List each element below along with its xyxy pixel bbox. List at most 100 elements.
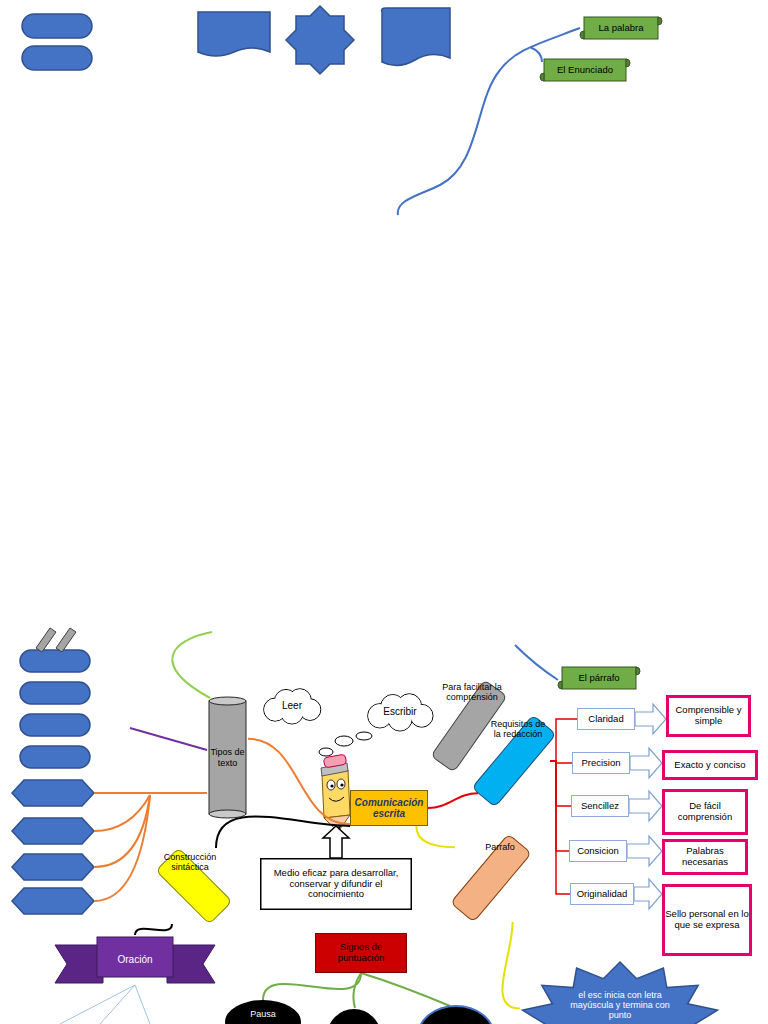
node-label: Parrafo	[473, 842, 527, 852]
scroll-curl	[209, 697, 246, 705]
node-label: Comunicación escrita	[353, 797, 425, 820]
pencil-pupil	[340, 783, 343, 786]
diagram-node: el esc inicia con letra mayúscula y term…	[520, 962, 720, 1024]
scroll-body	[544, 59, 626, 81]
node-label: Palabras necesarias	[665, 846, 745, 868]
node-label: La palabra	[583, 23, 659, 34]
black-circle	[327, 1009, 381, 1024]
cloud-fill	[300, 700, 320, 720]
pencil-eraser	[323, 754, 346, 768]
scroll-curl	[626, 59, 630, 67]
orange-line	[94, 795, 150, 867]
purple-line	[130, 728, 207, 750]
box-outline	[570, 841, 627, 862]
orange-line	[94, 795, 150, 831]
scroll-curl	[558, 681, 562, 689]
blue-pill	[20, 746, 90, 768]
black-ellipse	[225, 1000, 301, 1024]
box-outline	[664, 886, 751, 955]
scroll-curl	[580, 31, 584, 39]
pencil-eye	[337, 779, 345, 789]
node-label: Consicion	[572, 846, 624, 857]
blue-pill	[22, 14, 92, 38]
connector	[550, 761, 571, 806]
node-label: Pausa	[225, 1009, 301, 1019]
scroll-curl	[658, 17, 662, 25]
blue-pill	[20, 714, 90, 736]
diagram-node: Oración	[55, 935, 215, 985]
connector	[634, 879, 662, 909]
scroll-body	[562, 667, 636, 689]
orange-line	[94, 792, 207, 794]
node-label: Claridad	[580, 714, 632, 725]
blue-pill	[22, 46, 92, 70]
hexagon-shape	[12, 818, 94, 844]
node-label: Exacto y conciso	[665, 760, 755, 771]
connector	[502, 922, 520, 1009]
node-label: Sello personal en lo que se expresa	[665, 909, 749, 931]
diagram-node: Consicion	[569, 840, 627, 862]
diagram-node: Sencillez	[571, 795, 629, 817]
diagram-node: El Enunciado	[540, 56, 630, 84]
box-outline	[571, 884, 634, 905]
pencil-eye	[327, 780, 335, 790]
green-line	[361, 973, 450, 1006]
diagram-node: Construcción sintáctica	[150, 848, 238, 924]
blue-pill	[20, 682, 90, 704]
node-label: Signos de puntuación	[318, 942, 404, 964]
diagram-node: Escribir	[364, 693, 436, 731]
diagram-node: Requisitos de la redacción	[478, 715, 550, 807]
banner-wing	[167, 945, 215, 983]
box-outline	[578, 709, 635, 730]
node-label: El Enunciado	[543, 65, 627, 76]
thought-puff	[335, 736, 353, 746]
thought-puff	[356, 732, 372, 740]
connector	[323, 826, 349, 858]
diagram-node: Pausa	[225, 1000, 301, 1024]
node-label: Comprensible y simple	[669, 705, 748, 727]
pencil-character	[321, 754, 350, 832]
diagram-node: Originalidad	[570, 883, 634, 905]
diagram-node: El párrafo	[558, 664, 640, 692]
box-outline	[316, 934, 407, 973]
node-label: Medio eficaz para desarrollar, conservar…	[263, 868, 409, 901]
connector	[263, 973, 361, 1000]
seal-shape	[286, 6, 354, 74]
node-label: el esc inicia con letra mayúscula y term…	[570, 990, 670, 1020]
box-outline	[664, 841, 747, 874]
node-label: Construcción sintáctica	[154, 852, 226, 873]
connector	[629, 791, 662, 821]
scroll-curl	[209, 810, 246, 818]
pencil-mouth	[329, 797, 344, 801]
diagram-node: Sello personal en lo que se expresa	[662, 884, 752, 956]
blue-curve	[530, 47, 542, 62]
node-label: Escribir	[367, 706, 433, 718]
star-burst	[523, 962, 718, 1024]
scroll-body	[209, 701, 246, 814]
connector	[550, 761, 569, 851]
rotated-box	[472, 715, 556, 807]
connector	[635, 704, 666, 734]
diagram-node: Parrafo	[455, 834, 527, 922]
diagram-node: Leer	[262, 688, 322, 724]
pencil-body	[322, 770, 350, 818]
blue-pill	[20, 650, 90, 672]
diagram-node: Medio eficaz para desarrollar, conservar…	[260, 858, 412, 910]
diagram-node: Precision	[572, 752, 630, 774]
scroll-body	[584, 17, 658, 39]
box-outline	[573, 753, 630, 774]
box-outline	[572, 796, 629, 817]
connector	[416, 826, 455, 847]
diagram-node: Palabras necesarias	[662, 839, 748, 875]
node-label: Precision	[575, 758, 627, 769]
blue-curve	[515, 645, 558, 680]
connector	[627, 836, 662, 866]
hexagon-shape	[12, 780, 94, 806]
diagram-node: Claridad	[577, 708, 635, 730]
pencil-icon	[36, 628, 56, 652]
node-label: El párrafo	[561, 673, 637, 684]
banner-wing	[55, 945, 103, 983]
orange-line	[94, 795, 150, 901]
black-ellipse	[418, 1006, 494, 1024]
diagram-node: De fácil comprensión	[662, 789, 748, 835]
